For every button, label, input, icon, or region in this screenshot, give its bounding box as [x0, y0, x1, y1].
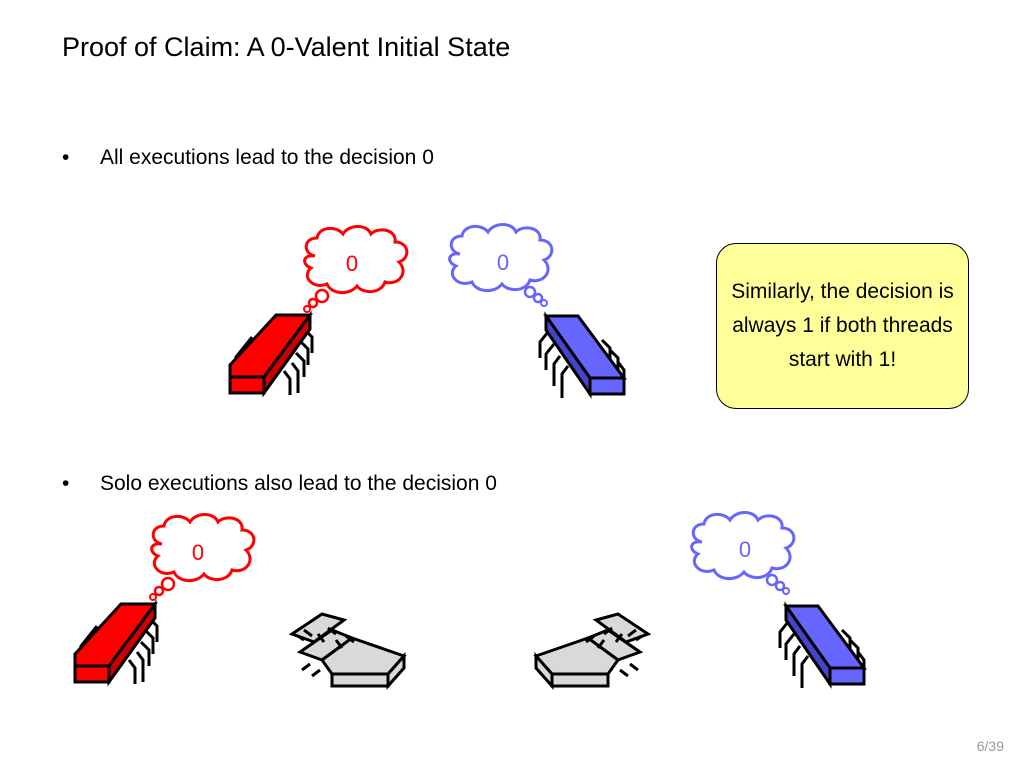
- thought-value-bottom-red: 0: [192, 540, 204, 565]
- thought-bubble-icon: 0: [303, 225, 409, 313]
- page-number: 6/39: [976, 738, 1004, 754]
- bullet-item-1: • All executions lead to the decision 0: [62, 146, 434, 170]
- thought-value-top-blue: 0: [497, 250, 509, 275]
- bullet-text-solo-executions: Solo executions also lead to the decisio…: [100, 472, 497, 495]
- chip-icon: [73, 599, 159, 687]
- bullet-marker: •: [62, 146, 70, 169]
- thought-value-top-red: 0: [346, 251, 358, 276]
- thought-value-bottom-blue: 0: [739, 537, 751, 562]
- bullet-marker: •: [62, 472, 70, 495]
- callout-box: Similarly, the decision is always 1 if b…: [716, 243, 969, 409]
- crashed-chip-icon: [288, 612, 407, 690]
- crashed-chip-icon: [533, 612, 652, 690]
- bullet-item-2: • Solo executions also lead to the decis…: [62, 472, 497, 496]
- chip-icon: [778, 601, 867, 689]
- bullet-text-all-executions: All executions lead to the decision 0: [100, 146, 434, 169]
- slide-title: Proof of Claim: A 0-Valent Initial State: [62, 32, 511, 62]
- thought-bubble-icon: 0: [149, 513, 256, 601]
- thought-bubble-icon: 0: [448, 223, 554, 307]
- chip-icon: [538, 311, 627, 399]
- callout-text: Similarly, the decision is always 1 if b…: [731, 280, 954, 371]
- thought-bubble-icon: 0: [690, 511, 796, 595]
- chip-icon: [228, 310, 314, 398]
